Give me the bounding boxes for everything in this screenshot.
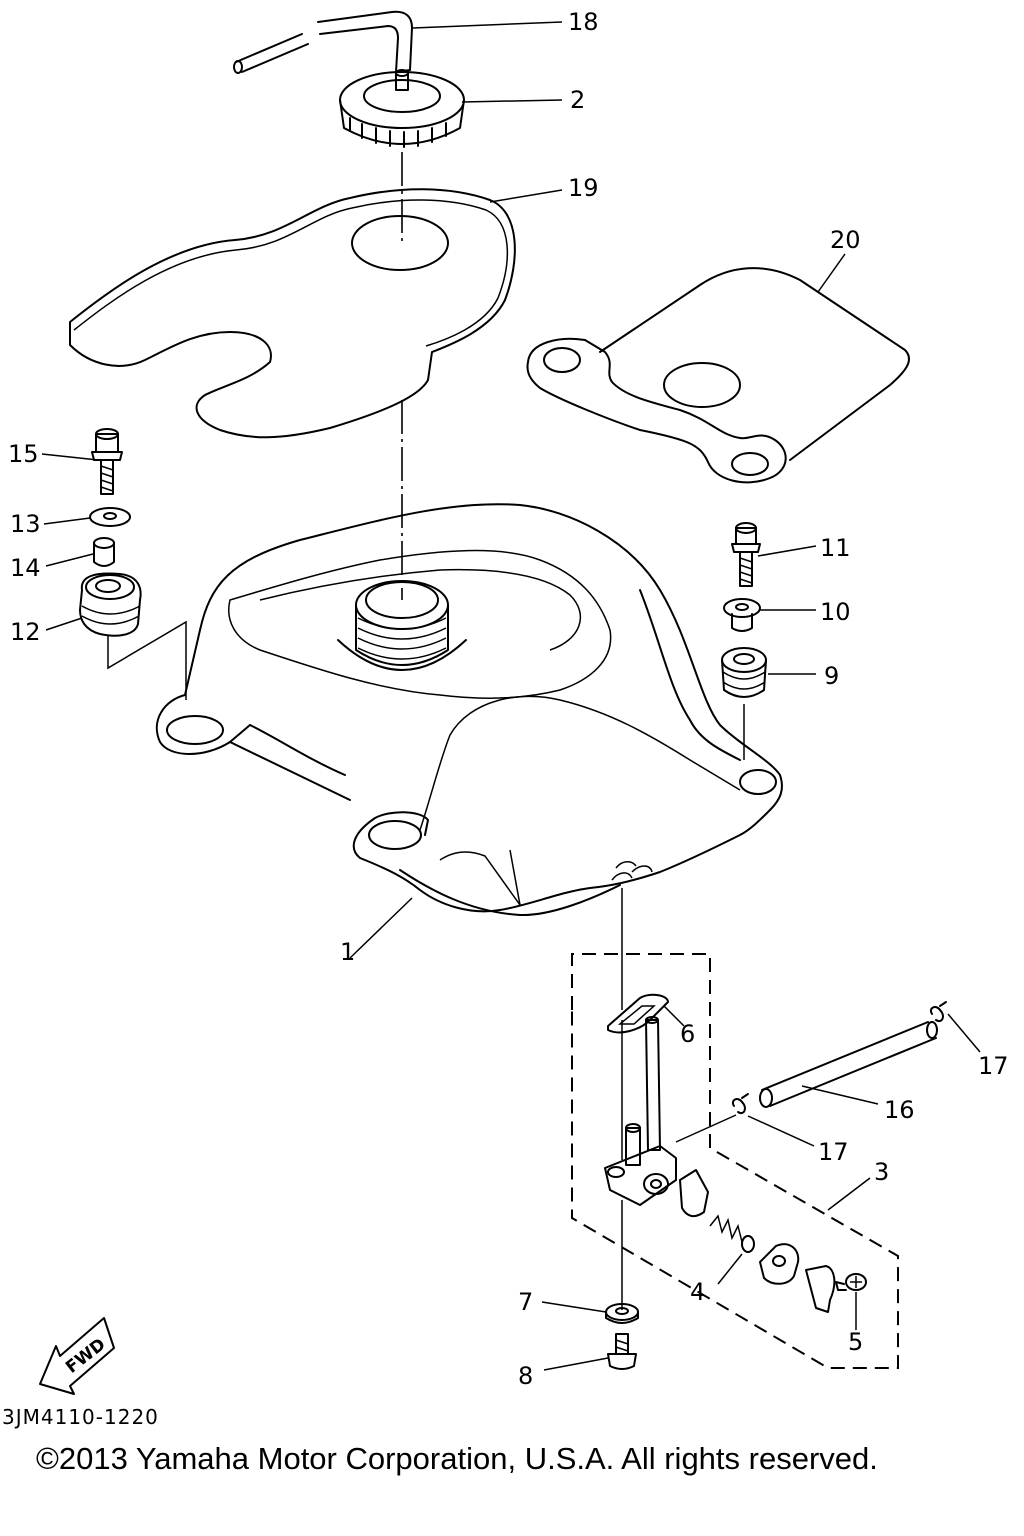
callout-6: 6 (680, 1020, 695, 1048)
assembly-lines (107, 152, 745, 1310)
callout-5: 5 (848, 1328, 863, 1356)
tank-pad-part-19 (69, 188, 516, 439)
callout-numbers: 18 2 19 20 15 13 14 12 11 10 9 1 6 17 16… (8, 8, 1009, 1390)
callout-7: 7 (518, 1288, 533, 1316)
callout-10: 10 (820, 598, 851, 626)
o-ring-part-4 (741, 1235, 755, 1253)
diagram-code: 3JM4110-1220 (2, 1405, 159, 1429)
washer-part-13 (89, 507, 131, 527)
callout-19: 19 (568, 174, 599, 202)
fuel-tank-part-1 (155, 503, 783, 917)
callout-1: 1 (340, 938, 355, 966)
fuel-cap-part-2 (339, 69, 465, 148)
callout-2: 2 (570, 86, 585, 114)
bolt-part-8 (607, 1333, 637, 1370)
fuel-cock-assembly-part-3 (571, 953, 899, 1369)
callout-4: 4 (690, 1278, 705, 1306)
callout-16: 16 (884, 1096, 915, 1124)
forward-direction-arrow: FWD (39, 1317, 115, 1395)
bolt-part-11 (731, 522, 761, 587)
callout-9: 9 (824, 662, 839, 690)
callout-13: 13 (10, 510, 41, 538)
callout-12: 12 (10, 618, 41, 646)
callout-15: 15 (8, 440, 39, 468)
copyright-notice: ©2013 Yamaha Motor Corporation, U.S.A. A… (36, 1441, 878, 1476)
callout-3: 3 (874, 1158, 889, 1186)
breather-hose-part-18 (233, 10, 413, 74)
screw-part-5 (835, 1273, 867, 1291)
callout-14: 14 (10, 554, 41, 582)
callout-11: 11 (820, 534, 851, 562)
callout-20: 20 (830, 226, 861, 254)
fuel-hose-part-16 (759, 1021, 938, 1108)
bolt-part-15 (91, 428, 123, 495)
callout-17-upper: 17 (978, 1052, 1009, 1080)
damper-part-12 (79, 572, 142, 637)
collar-part-14 (93, 537, 115, 567)
rubber-sheet-part-20 (526, 267, 910, 484)
callout-17-lower: 17 (818, 1138, 849, 1166)
gasket-part-6 (607, 993, 669, 1034)
callout-8: 8 (518, 1362, 533, 1390)
fuel-cock-body (604, 1016, 836, 1313)
leader-lines (41, 21, 981, 1371)
clip-part-17-lower (732, 1093, 749, 1114)
callout-18: 18 (568, 8, 599, 36)
grommet-part-9 (721, 647, 767, 698)
collar-part-10 (723, 598, 761, 632)
clip-part-17-upper (930, 1001, 947, 1022)
